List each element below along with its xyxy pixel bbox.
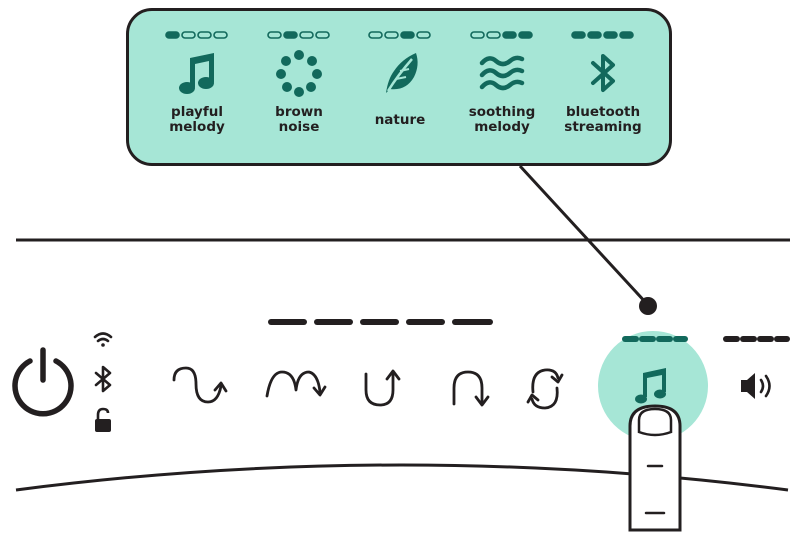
callout-pointer-line (518, 164, 650, 307)
indicator-segment (470, 31, 485, 39)
indicator-segment (416, 31, 431, 39)
indicator-segment (571, 31, 586, 39)
leaf-icon (386, 53, 418, 93)
indicator-segment (368, 31, 383, 39)
indicator-segment (197, 31, 212, 39)
mode-nature: nature (352, 31, 448, 128)
indicator-segment (587, 31, 602, 39)
mode-label: soothing melody (468, 104, 536, 135)
wave-motion-icon[interactable] (172, 366, 228, 404)
arch-swing-icon[interactable] (452, 370, 490, 407)
indicator-segment (400, 31, 415, 39)
mode-label: nature (374, 112, 426, 128)
sound-button[interactable] (635, 368, 666, 404)
u-swing-icon[interactable] (364, 369, 401, 407)
indicator-segment (603, 31, 618, 39)
mode-playful-melody: playful melody (149, 31, 245, 135)
arc-bounce-icon[interactable] (265, 370, 327, 398)
indicator-segment (518, 31, 533, 39)
wifi-icon (93, 332, 113, 347)
sound-mode-callout: playful melody brown noise (126, 8, 672, 166)
mode-label: playful melody (169, 104, 225, 135)
unlock-icon (95, 407, 111, 432)
indicator-segment (486, 31, 501, 39)
mode-label: bluetooth streaming (564, 104, 642, 135)
volume-icon[interactable] (741, 373, 771, 399)
indicator-segment (283, 31, 298, 39)
indicator-segment (213, 31, 228, 39)
bluetooth-icon (94, 365, 112, 393)
fingernail (637, 407, 673, 437)
mode-indicator (368, 31, 431, 39)
indicator-segment (165, 31, 180, 39)
rotate-icon[interactable] (526, 368, 564, 410)
mode-soothing-melody: soothing melody (454, 31, 550, 135)
mode-indicator (571, 31, 634, 39)
pressing-finger (628, 404, 682, 532)
mode-indicator (267, 31, 330, 39)
music-note-icon (179, 53, 214, 94)
waves-icon (479, 55, 525, 91)
indicator-segment (315, 31, 330, 39)
indicator-segment (299, 31, 314, 39)
mode-bluetooth-streaming: bluetooth streaming (555, 31, 651, 135)
indicator-segment (181, 31, 196, 39)
indicator-segment (267, 31, 282, 39)
power-icon[interactable] (12, 347, 74, 417)
mode-label: brown noise (275, 104, 323, 135)
indicator-segment (502, 31, 517, 39)
mode-indicator (165, 31, 228, 39)
sound-button-highlight (598, 331, 708, 441)
mode-brown-noise: brown noise (251, 31, 347, 135)
indicator-segment (384, 31, 399, 39)
callout-pointer-dot (639, 297, 657, 315)
bluetooth-icon (591, 54, 615, 92)
indicator-segment (619, 31, 634, 39)
mode-indicator (470, 31, 533, 39)
dotted-circle-icon (276, 50, 322, 97)
